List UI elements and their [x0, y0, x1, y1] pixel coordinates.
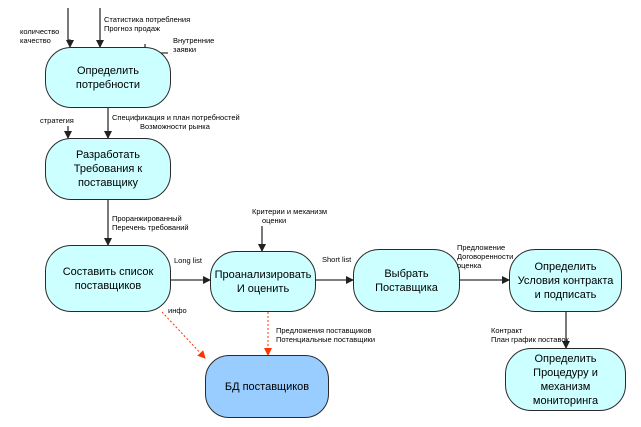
node-line: мониторинга	[532, 394, 599, 407]
arrow-n3-to-db	[161, 311, 206, 359]
label-strategy: стратегия	[40, 116, 74, 125]
node-line: Составить список	[62, 265, 154, 278]
node-line: Условия контракта	[517, 274, 614, 287]
node-line: Определить	[534, 352, 597, 365]
label-short-list: Short list	[322, 255, 352, 264]
node-line: Определить	[76, 64, 139, 77]
node-line: И оценить	[236, 282, 290, 295]
node-line: Разработать	[76, 149, 140, 161]
node-line: Процедуру и механизм	[533, 366, 598, 393]
node-line: Требования к	[73, 163, 143, 175]
node-supplier-database[interactable]: БД поставщиков	[205, 355, 329, 418]
node-line: Выбрать	[384, 267, 429, 280]
arrow-quality-to-n1	[66, 8, 74, 48]
node-line: поставщиков	[74, 279, 142, 292]
label-info: инфо	[168, 306, 187, 315]
node-line: Определить	[534, 260, 597, 273]
node-line: и подписать	[534, 288, 597, 301]
node-line: БД поставщиков	[224, 380, 310, 393]
node-line: поставщику	[77, 177, 139, 189]
node-line: Поставщика	[375, 281, 438, 294]
label-long-list: Long list	[174, 256, 202, 265]
node-line: Проанализировать	[214, 268, 312, 281]
node-line: потребности	[75, 78, 141, 91]
